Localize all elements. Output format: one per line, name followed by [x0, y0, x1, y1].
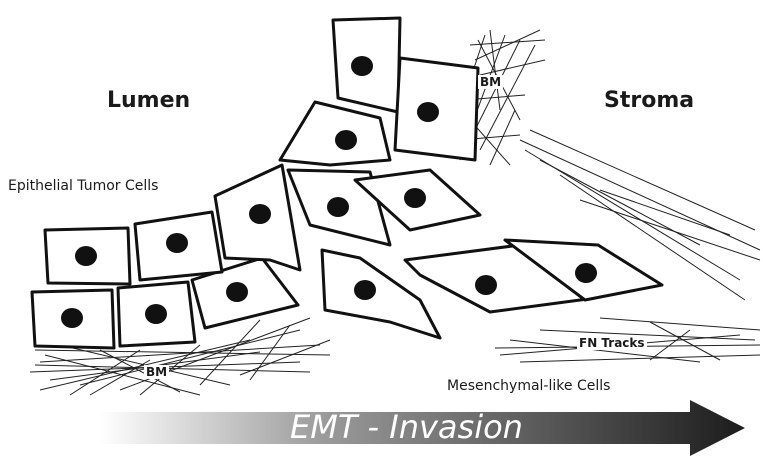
nucleus [354, 280, 376, 300]
mesenchymal-cells-label: Mesenchymal-like Cells [447, 378, 610, 394]
nucleus [327, 197, 349, 217]
bm-label-bottom: BM [144, 365, 169, 379]
cell [280, 102, 390, 165]
stroma-label: Stroma [604, 88, 694, 113]
nucleus [351, 56, 373, 76]
epithelial-tumor-cells-label: Epithelial Tumor Cells [8, 178, 158, 194]
bm-label-top: BM [478, 75, 503, 89]
nucleus [249, 204, 271, 224]
nucleus [417, 102, 439, 122]
nucleus [335, 130, 357, 150]
fn-tracks-label: FN Tracks [577, 336, 647, 350]
nucleus [575, 263, 597, 283]
nucleus [404, 188, 426, 208]
nucleus [166, 233, 188, 253]
emt-invasion-label: EMT - Invasion [290, 408, 590, 446]
nucleus [145, 304, 167, 324]
nucleus [226, 282, 248, 302]
nucleus [61, 308, 83, 328]
nucleus [475, 275, 497, 295]
lumen-label: Lumen [107, 88, 190, 113]
nucleus [75, 246, 97, 266]
